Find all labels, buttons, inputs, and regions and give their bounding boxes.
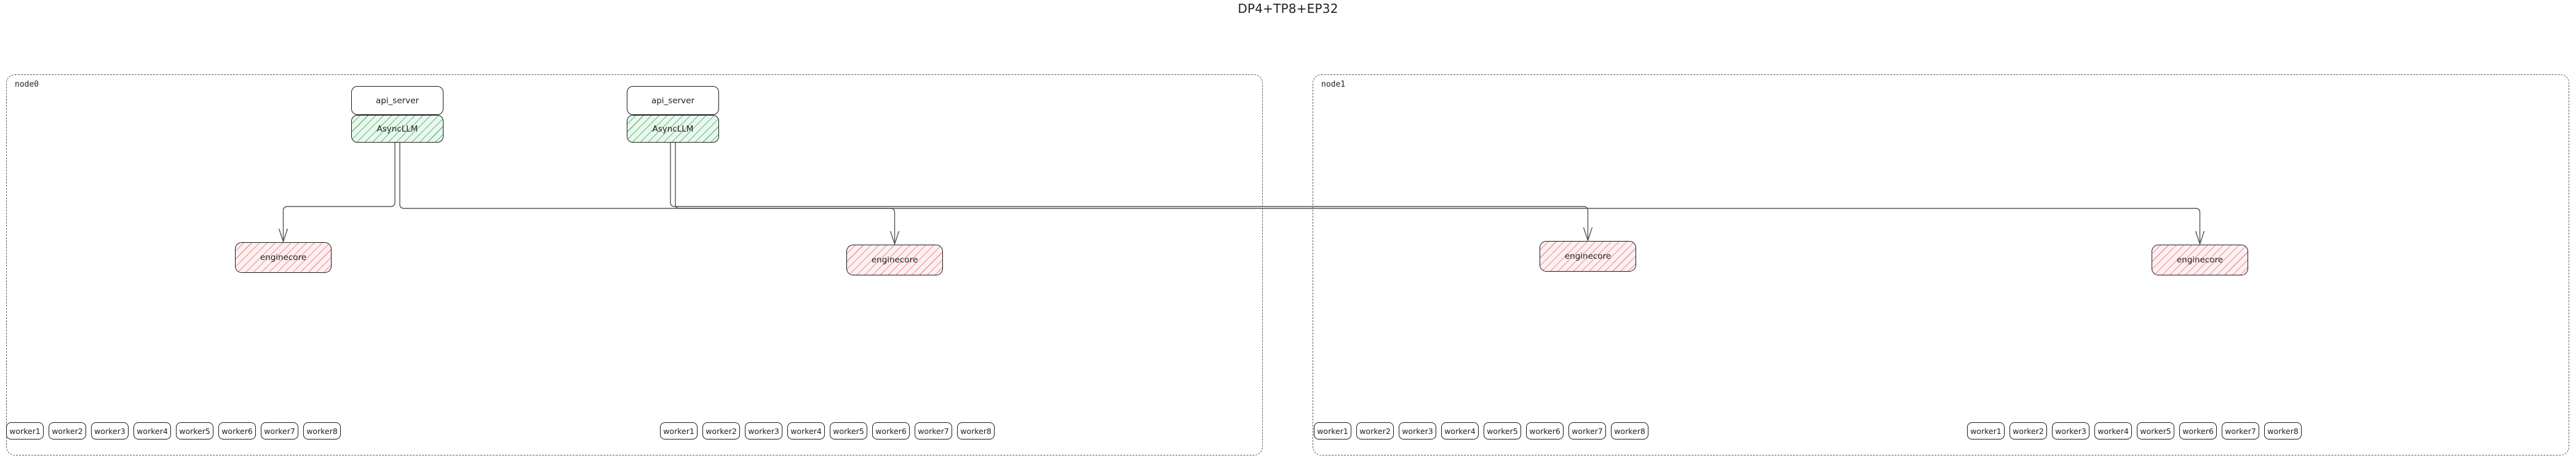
- worker-node0-g0-5-label: worker5: [179, 426, 210, 436]
- node-label-node0: node0: [15, 80, 39, 89]
- worker-node0-g1-3[interactable]: worker3: [745, 422, 782, 439]
- worker-node1-g1-2-label: worker2: [2013, 426, 2044, 436]
- worker-node1-g0-5[interactable]: worker5: [1484, 422, 1521, 439]
- node-container-node0: [6, 74, 1263, 455]
- worker-node1-g1-6[interactable]: worker6: [2179, 422, 2217, 439]
- worker-node1-g1-1-label: worker1: [1970, 426, 2002, 436]
- enginecore-node0-0[interactable]: enginecore: [235, 242, 332, 273]
- worker-node1-g1-3-label: worker3: [2055, 426, 2086, 436]
- worker-node0-g1-6[interactable]: worker6: [872, 422, 910, 439]
- api-server-node0-0[interactable]: api_server: [351, 86, 443, 115]
- worker-node1-g1-8-label: worker8: [2267, 426, 2299, 436]
- worker-node1-g1-1[interactable]: worker1: [1967, 422, 2005, 439]
- api-server-node0-1-label: api_server: [651, 95, 695, 106]
- worker-node1-g1-6-label: worker6: [2182, 426, 2214, 436]
- worker-node0-g0-7[interactable]: worker7: [261, 422, 298, 439]
- worker-node1-g1-8[interactable]: worker8: [2264, 422, 2302, 439]
- worker-node1-g1-3[interactable]: worker3: [2052, 422, 2089, 439]
- worker-node1-g0-3[interactable]: worker3: [1399, 422, 1436, 439]
- enginecore-node1-1-label: enginecore: [2176, 255, 2224, 265]
- worker-node0-g1-2-label: worker2: [706, 426, 737, 436]
- worker-node1-g0-8-label: worker8: [1614, 426, 1645, 436]
- worker-node0-g0-4-label: worker4: [137, 426, 168, 436]
- worker-node0-g0-6-label: worker6: [221, 426, 253, 436]
- worker-node1-g1-4-label: worker4: [2097, 426, 2129, 436]
- worker-node0-g1-7[interactable]: worker7: [915, 422, 952, 439]
- api-server-node0-1[interactable]: api_server: [627, 86, 719, 115]
- worker-node0-g1-5-label: worker5: [833, 426, 864, 436]
- worker-node1-g1-2[interactable]: worker2: [2010, 422, 2047, 439]
- enginecore-node0-1-label: enginecore: [871, 255, 918, 265]
- node-container-node1: [1313, 74, 2569, 455]
- worker-node0-g0-2[interactable]: worker2: [49, 422, 86, 439]
- asyncllm-node0-1-label: AsyncLLM: [652, 124, 694, 134]
- worker-node1-g0-6[interactable]: worker6: [1526, 422, 1564, 439]
- worker-node0-g1-8-label: worker8: [960, 426, 992, 436]
- worker-node1-g0-6-label: worker6: [1529, 426, 1560, 436]
- worker-node1-g1-7[interactable]: worker7: [2222, 422, 2259, 439]
- worker-node0-g1-3-label: worker3: [748, 426, 779, 436]
- node-label-node1: node1: [1321, 80, 1346, 89]
- worker-node1-g1-4[interactable]: worker4: [2094, 422, 2132, 439]
- worker-node0-g1-2[interactable]: worker2: [702, 422, 740, 439]
- worker-node0-g0-8[interactable]: worker8: [303, 422, 341, 439]
- worker-node1-g0-1-label: worker1: [1317, 426, 1348, 436]
- worker-node1-g0-4-label: worker4: [1444, 426, 1476, 436]
- worker-node0-g0-1[interactable]: worker1: [6, 422, 44, 439]
- worker-node0-g1-7-label: worker7: [918, 426, 949, 436]
- worker-node0-g0-3[interactable]: worker3: [91, 422, 129, 439]
- worker-node0-g0-8-label: worker8: [306, 426, 338, 436]
- worker-node1-g0-4[interactable]: worker4: [1441, 422, 1479, 439]
- worker-node0-g0-6[interactable]: worker6: [218, 422, 256, 439]
- worker-node0-g0-2-label: worker2: [52, 426, 83, 436]
- worker-node0-g0-1-label: worker1: [9, 426, 41, 436]
- enginecore-node1-0[interactable]: enginecore: [1540, 241, 1636, 272]
- worker-node0-g0-4[interactable]: worker4: [133, 422, 171, 439]
- worker-node0-g1-4-label: worker4: [790, 426, 822, 436]
- worker-node1-g1-5-label: worker5: [2140, 426, 2171, 436]
- worker-node1-g0-2-label: worker2: [1359, 426, 1391, 436]
- worker-node1-g1-7-label: worker7: [2225, 426, 2256, 436]
- asyncllm-node0-1[interactable]: AsyncLLM: [627, 115, 719, 143]
- enginecore-node0-0-label: enginecore: [260, 253, 307, 262]
- worker-node1-g1-5[interactable]: worker5: [2137, 422, 2174, 439]
- asyncllm-node0-0-label: AsyncLLM: [376, 124, 418, 134]
- worker-node1-g0-3-label: worker3: [1402, 426, 1433, 436]
- worker-node1-g0-5-label: worker5: [1487, 426, 1518, 436]
- worker-node0-g0-3-label: worker3: [94, 426, 125, 436]
- enginecore-node1-0-label: enginecore: [1564, 251, 1612, 261]
- worker-node0-g1-1[interactable]: worker1: [660, 422, 698, 439]
- worker-node1-g0-7-label: worker7: [1572, 426, 1603, 436]
- worker-node0-g1-1-label: worker1: [663, 426, 694, 436]
- worker-node0-g0-7-label: worker7: [264, 426, 295, 436]
- worker-node1-g0-2[interactable]: worker2: [1356, 422, 1394, 439]
- api-server-node0-0-label: api_server: [375, 95, 419, 106]
- worker-node1-g0-8[interactable]: worker8: [1611, 422, 1648, 439]
- worker-node0-g1-4[interactable]: worker4: [787, 422, 825, 439]
- worker-node0-g1-6-label: worker6: [875, 426, 907, 436]
- worker-node1-g0-1[interactable]: worker1: [1314, 422, 1351, 439]
- worker-node0-g1-5[interactable]: worker5: [830, 422, 867, 439]
- worker-node0-g1-8[interactable]: worker8: [957, 422, 995, 439]
- enginecore-node0-1[interactable]: enginecore: [846, 245, 943, 275]
- worker-node1-g0-7[interactable]: worker7: [1568, 422, 1606, 439]
- enginecore-node1-1[interactable]: enginecore: [2152, 245, 2248, 275]
- asyncllm-node0-0[interactable]: AsyncLLM: [351, 115, 443, 143]
- worker-node0-g0-5[interactable]: worker5: [176, 422, 213, 439]
- page-title: DP4+TP8+EP32: [1238, 1, 1338, 16]
